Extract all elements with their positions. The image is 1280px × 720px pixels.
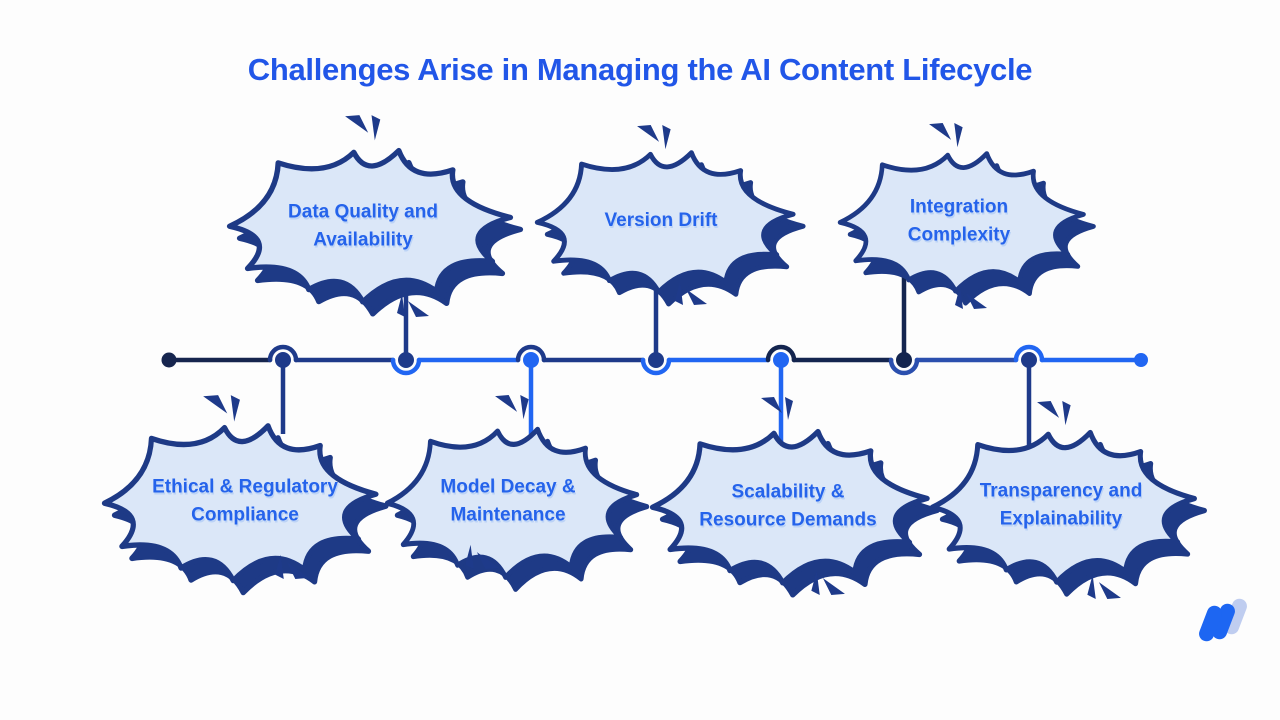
challenge-label-data-quality: Data Quality and Availability: [288, 201, 438, 250]
challenge-label-model-decay: Model Decay & Maintenance: [440, 476, 576, 525]
timeline-node-arcs: [267, 344, 1045, 376]
timeline-branch-stems: [280, 274, 1032, 456]
challenge-label-scalability: Scalability & Resource Demands: [699, 481, 877, 530]
timeline: [161, 344, 1148, 376]
timeline-nodes: [161, 352, 1148, 368]
brand-w-logo-icon: [1196, 596, 1256, 648]
challenge-label-version-drift: Version Drift: [604, 210, 718, 232]
challenge-label-ethical-compliance: Ethical & Regulatory Compliance: [152, 476, 338, 525]
challenge-label-integration-complexity: Integration Complexity: [907, 196, 1011, 245]
page-title: Challenges Arise in Managing the AI Cont…: [247, 52, 1033, 87]
challenge-label-transparency: Transparency and Explainability: [979, 480, 1143, 529]
